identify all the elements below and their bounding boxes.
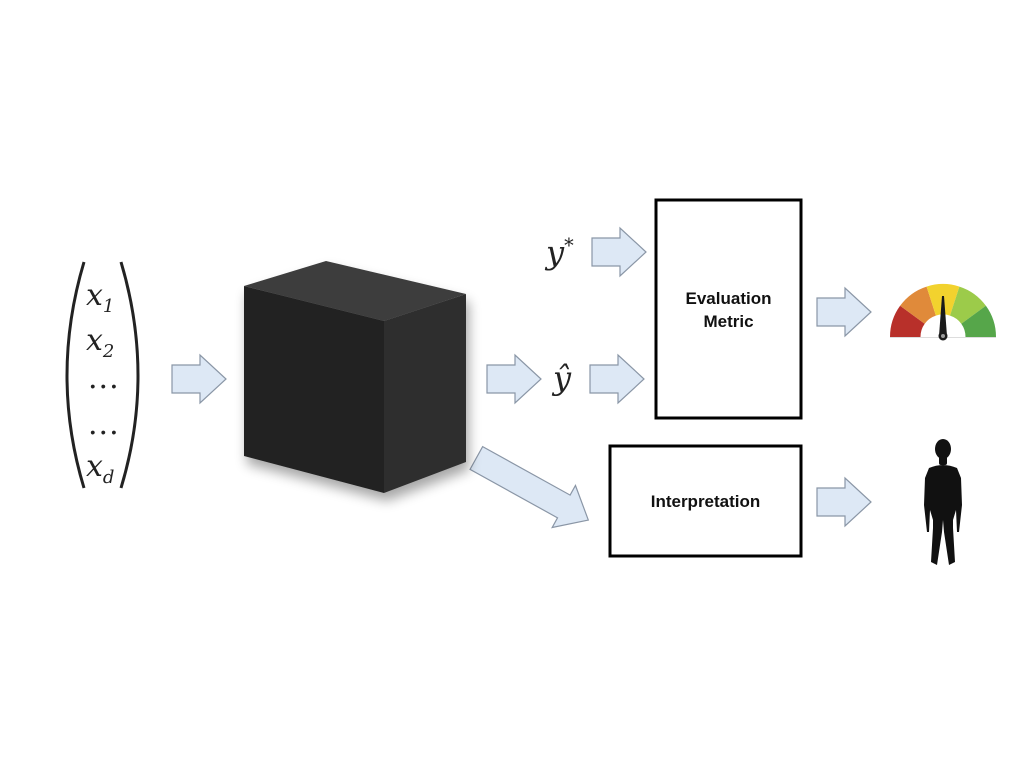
ground-truth-base: y <box>546 233 565 272</box>
ground-truth-label: y* <box>546 236 574 269</box>
input-x2-base: x <box>86 323 103 358</box>
arrow-input-to-model <box>171 353 227 405</box>
input-xd-base: x <box>86 449 103 484</box>
input-dots-1-text: ... <box>88 361 120 396</box>
input-x2: x2 <box>86 326 114 361</box>
evaluation-metric-box <box>654 198 803 420</box>
human-silhouette-icon <box>924 439 962 565</box>
arrow-prediction-to-metric <box>589 353 645 405</box>
prediction-base: ŷ <box>553 359 572 397</box>
input-dots-1: ... <box>88 364 120 394</box>
black-box-cube-icon <box>244 261 466 493</box>
input-dots-2-text: ... <box>88 407 120 442</box>
input-x2-subscript: 2 <box>102 341 115 362</box>
ground-truth-superscript: * <box>564 234 574 257</box>
gauge-meter-icon <box>889 283 996 341</box>
left-parenthesis <box>65 261 86 489</box>
input-xd-subscript: d <box>102 467 115 488</box>
right-parenthesis <box>119 261 140 489</box>
arrow-model-to-prediction <box>486 353 542 405</box>
arrow-model-to-interpretation <box>469 445 590 529</box>
input-x1-subscript: 1 <box>102 296 115 317</box>
arrow-metric-to-gauge <box>816 286 872 338</box>
evaluation-metric-label: Evaluation Metric <box>685 289 772 331</box>
arrow-truth-to-metric <box>591 226 647 278</box>
input-xd: xd <box>86 452 114 487</box>
arrow-interpretation-to-human <box>816 476 872 528</box>
interpretation-label: Interpretation <box>650 492 761 511</box>
prediction-label: ŷ <box>553 362 571 394</box>
input-x1-base: x <box>86 278 103 313</box>
input-dots-2: ... <box>88 410 120 440</box>
input-x1: x1 <box>86 281 114 316</box>
interpretation-box <box>608 444 803 558</box>
